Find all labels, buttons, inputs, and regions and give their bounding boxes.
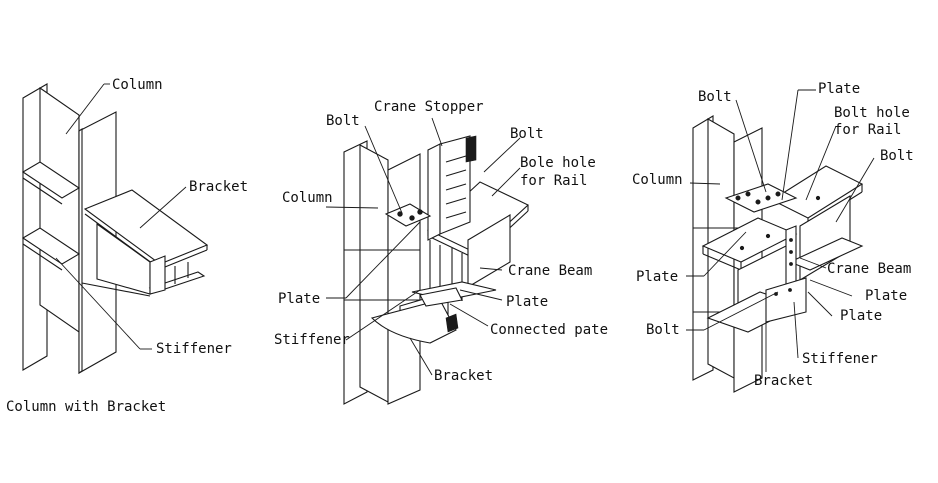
label-stiffener: Stiffener xyxy=(274,332,350,348)
column-drawing-2 xyxy=(343,140,421,405)
label-plate-right: Plate xyxy=(506,294,548,310)
label-crane-stopper: Crane Stopper xyxy=(374,99,484,115)
top-plate-drawing-2 xyxy=(384,203,432,227)
label-stiffener: Stiffener xyxy=(156,341,232,357)
label-column: Column xyxy=(112,77,163,93)
label-bolt-left: Bolt xyxy=(326,113,360,129)
label-bracket: Bracket xyxy=(434,368,493,384)
label-bracket: Bracket xyxy=(189,179,248,195)
label-plate-right-2: Plate xyxy=(840,308,882,324)
label-bracket: Bracket xyxy=(754,373,813,389)
label-plate-left: Plate xyxy=(278,291,320,307)
splice-plates-drawing-3 xyxy=(724,183,807,323)
label-stiffener: Stiffener xyxy=(802,351,878,367)
label-bolt-right: Bolt xyxy=(510,126,544,142)
label-plate-right-1: Plate xyxy=(865,288,907,304)
label-bole-hole-line1: Bole hole xyxy=(520,155,596,171)
label-plate-top: Plate xyxy=(818,81,860,97)
label-column: Column xyxy=(632,172,683,188)
panel-crane-stopper-connection: Bolt Crane Stopper Bolt Bole hole for Ra… xyxy=(274,99,608,405)
label-crane-beam: Crane Beam xyxy=(827,261,911,277)
right-beam-drawing xyxy=(770,165,864,281)
panel-column-with-bracket: Column Bracket Stiffener Column with Bra… xyxy=(6,77,248,415)
label-bolt-top: Bolt xyxy=(698,89,732,105)
label-column: Column xyxy=(282,190,333,206)
label-connected-pate: Connected pate xyxy=(490,322,608,338)
bracket-drawing-1 xyxy=(81,189,209,297)
label-bolt-right: Bolt xyxy=(880,148,914,164)
label-bole-hole-line2: for Rail xyxy=(520,173,587,189)
label-plate-left: Plate xyxy=(636,269,678,285)
label-bolt-left: Bolt xyxy=(646,322,680,338)
label-bolt-hole-line1: Bolt hole xyxy=(834,105,910,121)
panel-beam-splice-connection: Bolt Plate Bolt hole for Rail Bolt Colum… xyxy=(632,81,914,393)
caption-column-with-bracket: Column with Bracket xyxy=(6,399,166,415)
label-bolt-hole-line2: for Rail xyxy=(834,122,901,138)
label-crane-beam: Crane Beam xyxy=(508,263,592,279)
crane-beam-drawing-2 xyxy=(411,181,529,307)
